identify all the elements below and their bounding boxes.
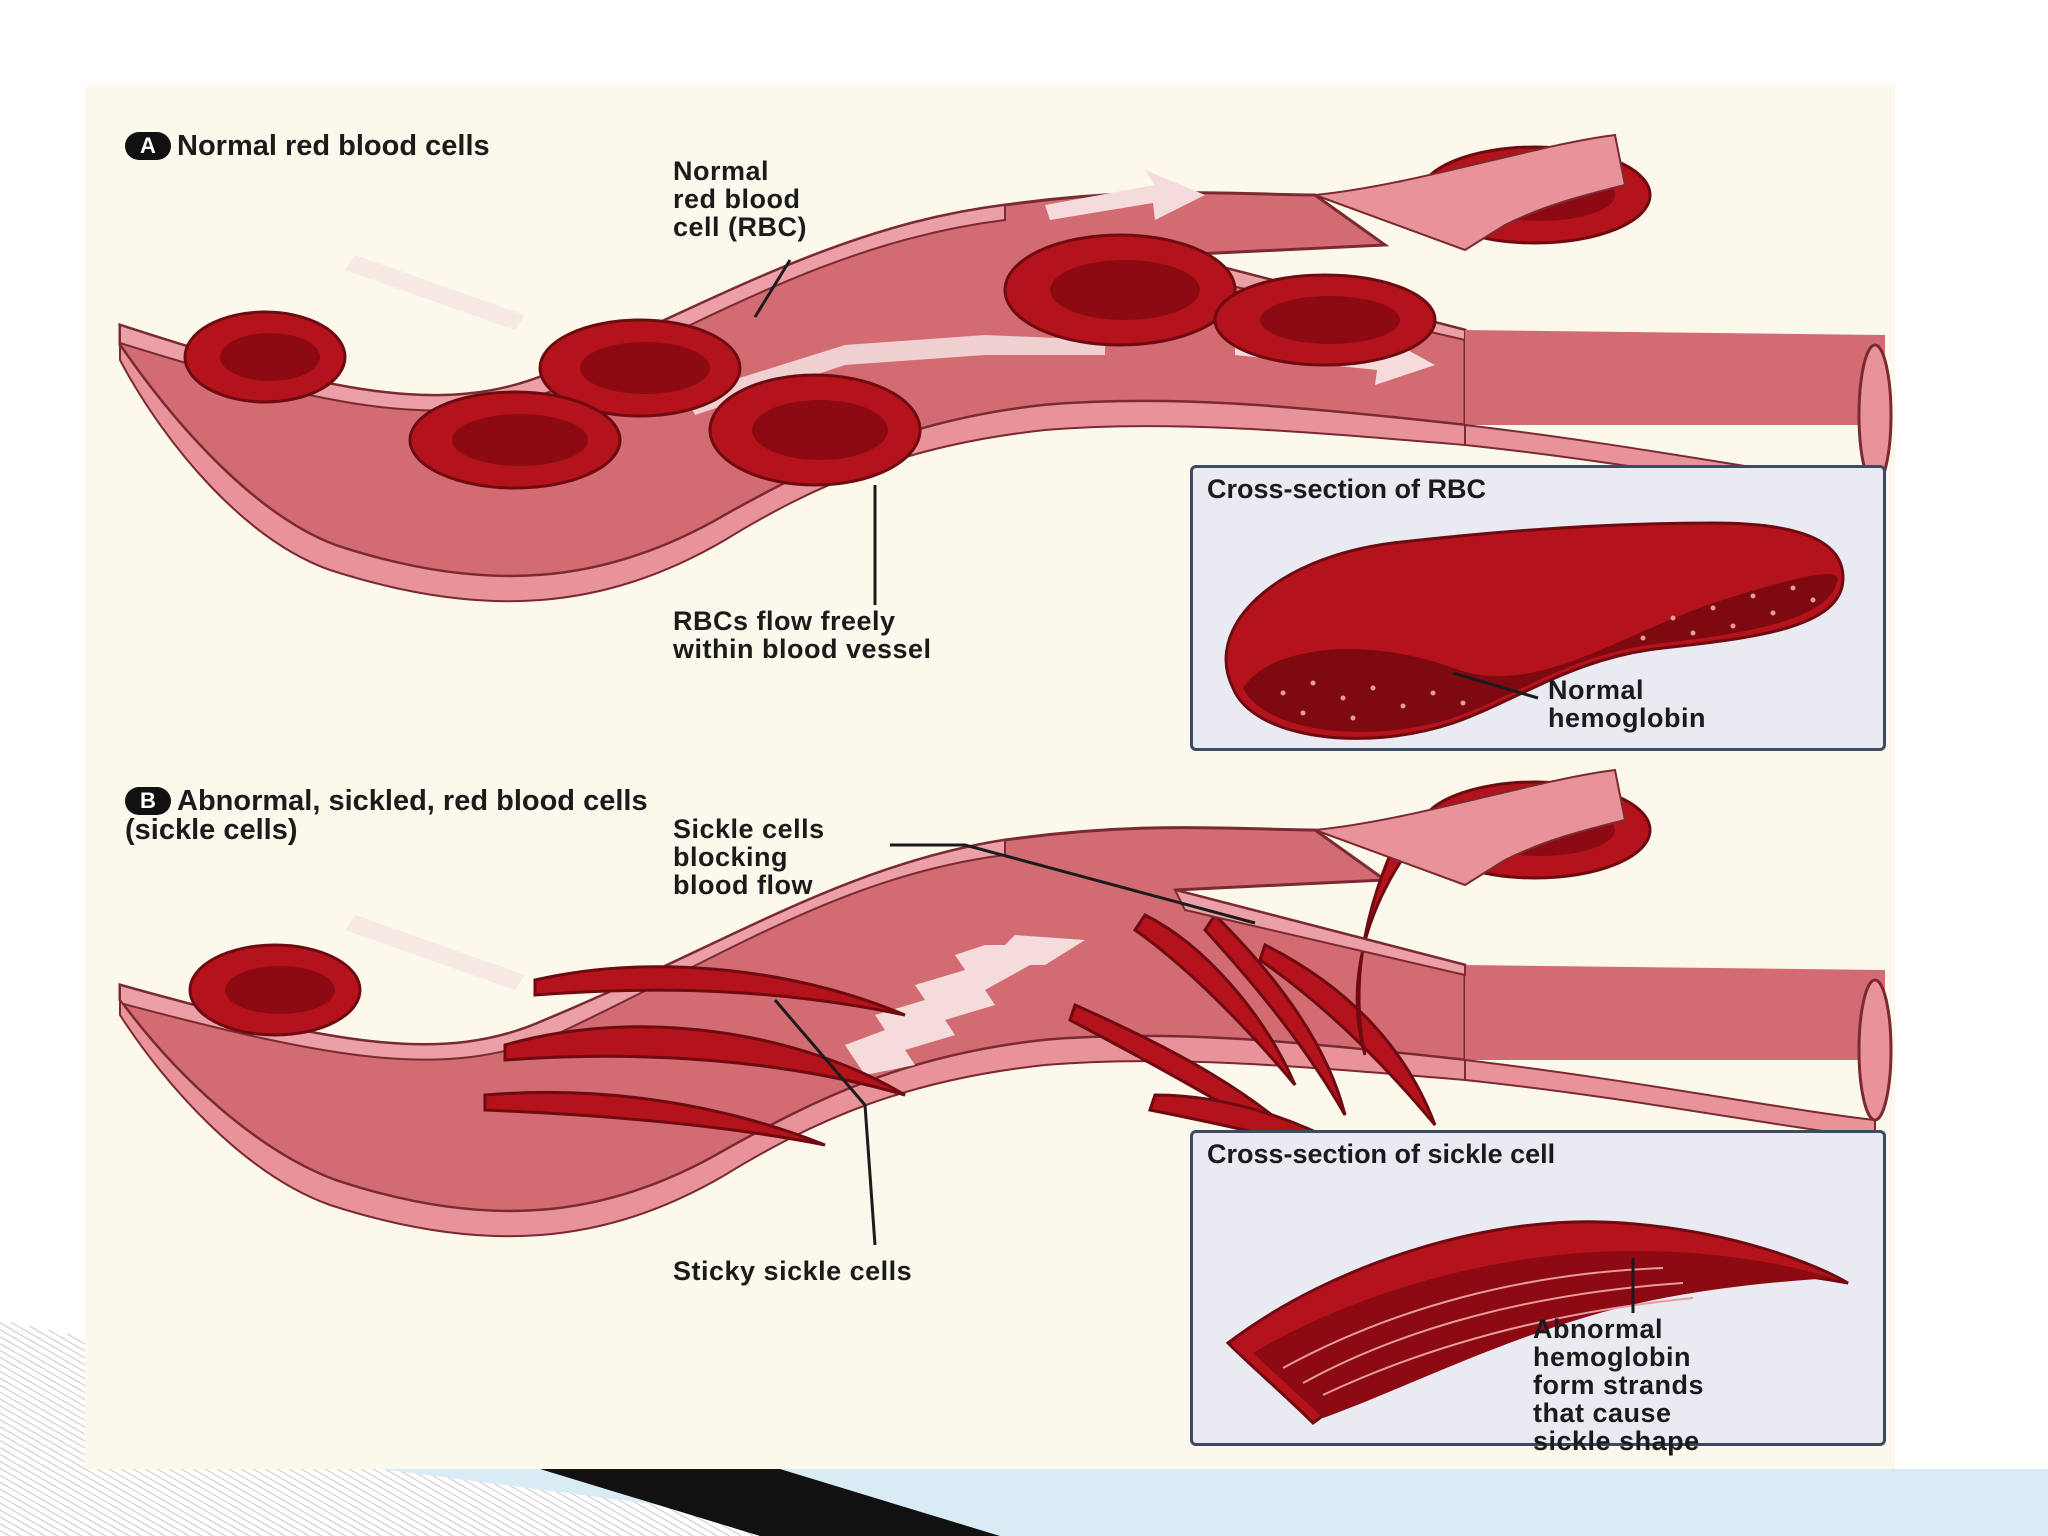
inset-b-title: Cross-section of sickle cell bbox=[1207, 1139, 1556, 1169]
black-chevron-band bbox=[540, 1469, 1000, 1536]
section-a-title-text: Normal red blood cells bbox=[177, 130, 490, 162]
inset-cross-section-rbc: Cross-section of RBC Normal hemoglobin bbox=[1190, 465, 1886, 751]
rbc-cross-section-art bbox=[1224, 521, 1845, 740]
section-b-title-text: Abnormal, sickled, red blood cells (sick… bbox=[125, 785, 648, 846]
section-a-badge: A bbox=[125, 132, 171, 160]
label-sticky-sickle-cells: Sticky sickle cells bbox=[673, 1256, 913, 1286]
label-normal-rbc: Normal red blood cell (RBC) bbox=[673, 156, 808, 242]
diagram-artwork bbox=[118, 133, 1893, 1246]
sickle-cells bbox=[483, 853, 1437, 1167]
section-b-badge: B bbox=[125, 787, 171, 815]
label-abnormal-hemoglobin: Abnormal hemoglobin form strands that ca… bbox=[1533, 1314, 1705, 1456]
label-normal-hemoglobin: Normal hemoglobin bbox=[1548, 675, 1706, 733]
inset-a-title: Cross-section of RBC bbox=[1207, 474, 1487, 504]
sickle-cross-section-art bbox=[1225, 1220, 1849, 1425]
inset-cross-section-sickle: Cross-section of sickle cell Abnormal he… bbox=[1190, 1130, 1886, 1455]
label-sickle-cells-blocking: Sickle cells blocking blood flow bbox=[673, 814, 825, 900]
label-rbcs-flow-freely: RBCs flow freely within blood vessel bbox=[673, 606, 932, 664]
